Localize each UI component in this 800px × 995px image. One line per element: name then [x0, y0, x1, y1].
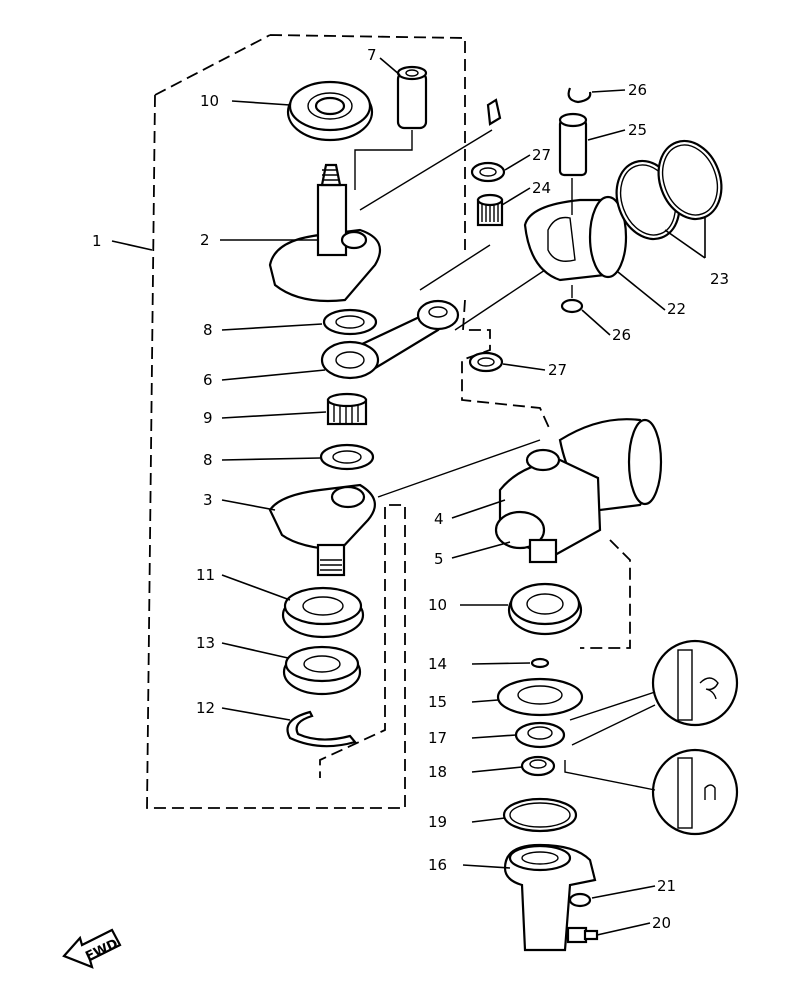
seal-17: [514, 721, 566, 749]
leader-lines: [111, 57, 706, 936]
callout-11: 11: [196, 566, 215, 584]
fwd-arrow: FWD: [62, 928, 122, 969]
assembled-piston-crank: [494, 418, 663, 564]
piston-upper: [523, 195, 628, 282]
callout-19: 19: [428, 813, 447, 831]
callout-2: 2: [200, 231, 210, 249]
callout-22: 22: [667, 300, 686, 318]
lower-bearing: [281, 586, 365, 639]
callout-10b: 10: [428, 596, 447, 614]
gasket-19: [502, 797, 578, 833]
callout-13: 13: [196, 634, 215, 652]
piston-pin: [558, 112, 588, 177]
assembly-outline-right: [580, 539, 631, 649]
callout-8b: 8: [203, 451, 213, 469]
callout-21: 21: [657, 877, 676, 895]
callout-3: 3: [203, 491, 213, 509]
callout-18: 18: [428, 763, 447, 781]
housing-16: [503, 843, 597, 952]
callout-4: 4: [434, 510, 444, 528]
callout-23: 23: [710, 270, 729, 288]
crank-pin: [396, 65, 428, 130]
callout-20: 20: [652, 914, 671, 932]
washer-top: [470, 161, 506, 183]
circlip-12: [286, 710, 357, 748]
detail-leader-upper: [569, 691, 656, 746]
callout-8a: 8: [203, 321, 213, 339]
callout-27a: 27: [532, 146, 551, 164]
detail-circle-upper: [651, 639, 739, 727]
seal-18: [520, 755, 556, 777]
lower-crankshaft: [268, 483, 376, 577]
thrust-washer-lower: [319, 443, 375, 471]
needle-bearing: [326, 392, 368, 426]
bearing-right: [507, 582, 583, 636]
washer-21: [568, 892, 592, 908]
callout-labels: 1 2 3 4 5 6 7 8 8 9 10 10 11 12 13 14 15…: [92, 46, 729, 932]
washer-low: [468, 351, 504, 373]
bearing-top: [286, 80, 374, 142]
callout-10a: 10: [200, 92, 219, 110]
callout-26a: 26: [628, 81, 647, 99]
callout-16: 16: [428, 856, 447, 874]
o-ring-14: [530, 657, 550, 669]
woodruff-key: [486, 98, 502, 126]
connecting-rod: [320, 299, 460, 380]
thrust-washer-upper: [322, 308, 378, 336]
callout-27b: 27: [548, 361, 567, 379]
oil-seal-13: [282, 645, 362, 696]
detail-leader-lower: [564, 760, 656, 791]
callout-26b: 26: [612, 326, 631, 344]
callout-25: 25: [628, 121, 647, 139]
callout-6: 6: [203, 371, 213, 389]
small-end-needle-bearing: [476, 193, 504, 227]
callout-9: 9: [203, 409, 213, 427]
callout-17: 17: [428, 729, 447, 747]
callout-15: 15: [428, 693, 447, 711]
callout-12: 12: [196, 699, 215, 717]
callout-1: 1: [92, 232, 102, 250]
detail-circle-lower: [651, 748, 739, 836]
piston-rings: [615, 139, 723, 241]
callout-7: 7: [367, 46, 377, 64]
callout-5: 5: [434, 550, 444, 568]
callout-24: 24: [532, 179, 551, 197]
upper-crankshaft: [268, 163, 382, 303]
bolt-20: [566, 926, 599, 944]
clip-low: [560, 298, 584, 314]
clip-top: [567, 87, 592, 104]
plate-15: [496, 677, 584, 717]
callout-14: 14: [428, 655, 447, 673]
